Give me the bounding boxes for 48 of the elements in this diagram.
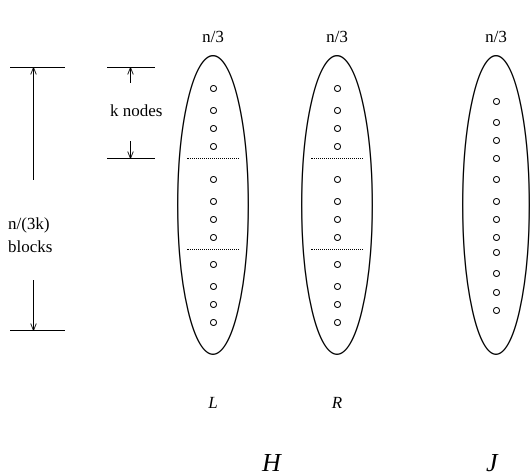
node-circle — [492, 288, 500, 296]
node-circle — [334, 142, 340, 150]
node-circle — [334, 282, 340, 290]
node-circle — [210, 234, 216, 240]
node-circle — [334, 300, 340, 308]
node-circle — [210, 124, 216, 132]
node-circle — [210, 198, 216, 204]
ellipse-outline — [301, 55, 373, 355]
node-circle — [492, 118, 500, 126]
node-circle — [492, 248, 500, 256]
node-circle — [334, 216, 340, 222]
node-circle — [210, 176, 216, 182]
node-circle — [334, 260, 340, 268]
dimension-label: k nodes — [110, 101, 162, 121]
node-circle — [492, 216, 500, 222]
node-circle — [210, 84, 216, 92]
group-size-label: n/3 — [485, 27, 507, 47]
node-circle — [210, 142, 216, 150]
node-circle — [210, 282, 216, 290]
ellipse-outline — [462, 55, 530, 355]
node-circle — [334, 84, 340, 92]
ellipse-outline — [177, 55, 249, 355]
graph-name-label: J — [486, 448, 498, 476]
node-circle — [492, 154, 500, 162]
node-circle — [210, 106, 216, 114]
node-circle — [492, 234, 500, 240]
group-name-label: R — [332, 393, 342, 413]
group-name-label: L — [208, 393, 218, 413]
node-circle — [210, 216, 216, 222]
node-circle — [210, 260, 216, 268]
node-circle — [334, 234, 340, 240]
node-circle — [492, 136, 500, 144]
node-circle — [492, 198, 500, 204]
node-circle — [492, 306, 500, 314]
group-size-label: n/3 — [202, 27, 224, 47]
node-circle — [492, 98, 500, 104]
node-circle — [210, 300, 216, 308]
graph-name-label: H — [262, 448, 281, 476]
node-circle — [334, 176, 340, 182]
node-circle — [334, 124, 340, 132]
group-size-label: n/3 — [326, 27, 348, 47]
node-circle — [492, 270, 500, 276]
dimension-label: n/(3k) blocks — [8, 213, 54, 258]
node-circle — [492, 176, 500, 182]
node-circle — [334, 106, 340, 114]
node-circle — [334, 318, 340, 326]
node-circle — [210, 318, 216, 326]
node-circle — [334, 198, 340, 204]
